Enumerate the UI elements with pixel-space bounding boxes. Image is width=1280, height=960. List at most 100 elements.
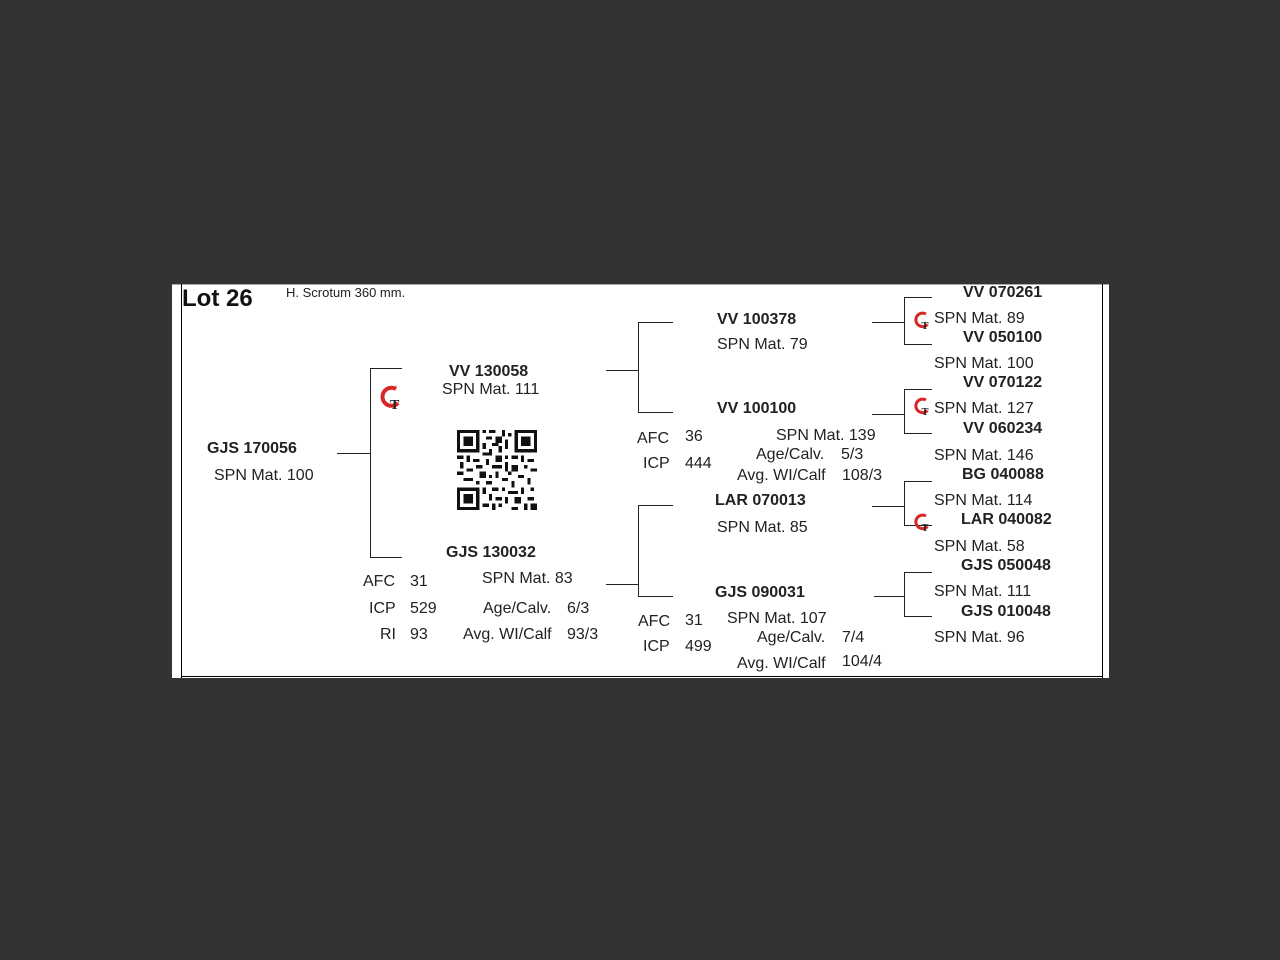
sd-age-value: 5/3 (841, 446, 864, 463)
svg-text:✓: ✓ (393, 385, 398, 391)
connector-line (370, 368, 402, 369)
g3-spn-7: SPN Mat. 111 (934, 583, 1032, 600)
dam-ri-value: 93 (410, 626, 428, 643)
scrotum-note: H. Scrotum 360 mm. (286, 285, 406, 300)
lot-title: Lot 26 (182, 285, 253, 312)
dd-wi-label: Avg. WI/Calf (737, 655, 826, 672)
dd-age-label: Age/Calv. (757, 629, 826, 646)
g3-id-6: LAR 040082 (961, 511, 1052, 528)
connector-line (606, 370, 638, 371)
connector-line (370, 557, 402, 558)
g3-id-7: GJS 050048 (961, 557, 1051, 574)
dam-spn: SPN Mat. 83 (482, 570, 573, 587)
g3-id-1: VV 070261 (963, 284, 1043, 301)
g3-spn-8: SPN Mat. 96 (934, 629, 1025, 646)
svg-text:T: T (922, 321, 929, 332)
connector-line (904, 297, 905, 345)
connector-line (904, 297, 932, 298)
gt-logo-icon: T (914, 311, 929, 332)
connector-line (904, 389, 932, 390)
gt-logo-icon: T ✓ (380, 385, 400, 413)
svg-text:T: T (922, 523, 929, 534)
connector-line (638, 322, 639, 413)
dd-wi-value: 104/4 (842, 653, 883, 670)
pedigree-card: Lot 26 H. Scrotum 360 mm. GJS 170056 SPN… (172, 284, 1109, 678)
connector-line (872, 414, 904, 415)
connector-line (904, 344, 932, 345)
animal-id: GJS 170056 (207, 440, 297, 457)
dam-icp-label: ICP (369, 600, 396, 617)
connector-line (904, 389, 905, 434)
g3-spn-5: SPN Mat. 114 (934, 492, 1033, 509)
g3-id-4: VV 060234 (963, 420, 1043, 437)
sd-age-label: Age/Calv. (756, 446, 825, 463)
sd-spn: SPN Mat. 139 (776, 427, 876, 444)
svg-text:T: T (390, 398, 400, 413)
sd-wi-label: Avg. WI/Calf (737, 467, 826, 484)
gt-logo-icon: T (914, 513, 929, 534)
connector-line (904, 481, 932, 482)
g3-id-3: VV 070122 (963, 374, 1043, 391)
connector-line (904, 616, 932, 617)
ds-id: LAR 070013 (715, 492, 806, 509)
dam-age-label: Age/Calv. (483, 600, 552, 617)
connector-line (872, 506, 904, 507)
dd-icp-value: 499 (685, 638, 712, 655)
ds-spn: SPN Mat. 85 (717, 519, 808, 536)
connector-line (904, 433, 932, 434)
connector-line (370, 368, 371, 558)
g3-id-2: VV 050100 (963, 329, 1043, 346)
qr-code-icon (457, 430, 537, 510)
g3-spn-6: SPN Mat. 58 (934, 538, 1025, 555)
animal-spn: SPN Mat. 100 (214, 467, 314, 484)
connector-line (337, 453, 370, 454)
g3-id-5: BG 040088 (962, 466, 1044, 483)
sire-spn: SPN Mat. 111 (442, 381, 540, 398)
frame-right (1102, 284, 1103, 678)
ss-spn: SPN Mat. 79 (717, 336, 808, 353)
frame-left (181, 284, 182, 678)
connector-line (874, 596, 904, 597)
sd-icp-label: ICP (643, 455, 670, 472)
sd-afc-label: AFC (637, 430, 669, 447)
dd-icp-label: ICP (643, 638, 670, 655)
svg-text:T: T (922, 407, 929, 418)
dam-ri-label: RI (380, 626, 396, 643)
dd-id: GJS 090031 (715, 584, 805, 601)
connector-line (638, 505, 639, 597)
connector-line (638, 505, 673, 506)
connector-line (904, 572, 905, 617)
connector-line (904, 481, 905, 526)
sd-wi-value: 108/3 (842, 467, 883, 484)
sd-id: VV 100100 (717, 400, 797, 417)
connector-line (872, 322, 904, 323)
dam-afc-value: 31 (410, 573, 428, 590)
g3-spn-4: SPN Mat. 146 (934, 447, 1034, 464)
dd-afc-value: 31 (685, 612, 703, 629)
frame-top (172, 284, 1109, 285)
frame-bottom (181, 676, 1103, 677)
connector-line (606, 584, 638, 585)
connector-line (638, 412, 673, 413)
g3-spn-2: SPN Mat. 100 (934, 355, 1034, 372)
dam-wi-value: 93/3 (567, 626, 599, 643)
dd-afc-label: AFC (638, 613, 670, 630)
g3-id-8: GJS 010048 (961, 603, 1051, 620)
dam-age-value: 6/3 (567, 600, 590, 617)
sire-id: VV 130058 (449, 363, 529, 380)
dam-id: GJS 130032 (446, 544, 536, 561)
dam-wi-label: Avg. WI/Calf (463, 626, 552, 643)
g3-spn-3: SPN Mat. 127 (934, 400, 1034, 417)
sd-afc-value: 36 (685, 428, 703, 445)
connector-line (638, 322, 673, 323)
connector-line (904, 572, 932, 573)
dam-icp-value: 529 (410, 600, 437, 617)
connector-line (638, 596, 673, 597)
dam-afc-label: AFC (363, 573, 395, 590)
ss-id: VV 100378 (717, 311, 797, 328)
g3-spn-1: SPN Mat. 89 (934, 310, 1025, 327)
gt-logo-icon: T (914, 397, 929, 418)
dd-age-value: 7/4 (842, 629, 865, 646)
sd-icp-value: 444 (685, 455, 712, 472)
dd-spn: SPN Mat. 107 (727, 610, 827, 627)
